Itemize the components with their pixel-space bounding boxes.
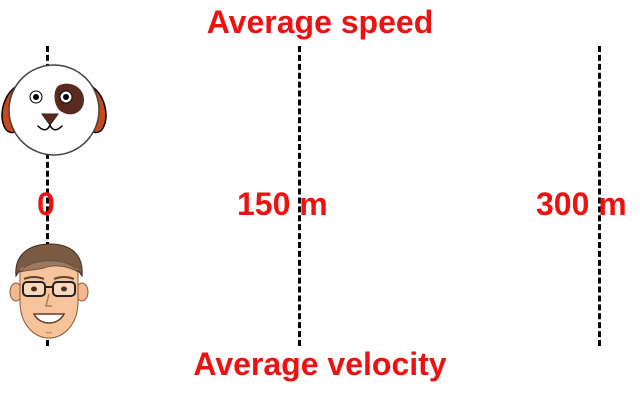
man-with-glasses-icon (9, 243, 89, 339)
man-hair-fringe (19, 260, 79, 274)
average-velocity-title: Average velocity (193, 346, 447, 382)
man-nose (45, 293, 52, 307)
dog-left-eye-pupil (33, 94, 39, 100)
position-label-300: 300 m (536, 186, 627, 222)
dog-right-eye-pupil (63, 94, 69, 100)
dog-nose (41, 113, 59, 126)
position-label-150: 150 m (237, 186, 328, 222)
man-face (19, 263, 79, 339)
position-line-0 (46, 46, 49, 346)
dog-face-icon (1, 64, 107, 156)
position-label-0: 0 (37, 186, 55, 222)
average-speed-title: Average speed (206, 4, 434, 40)
man-smile (32, 313, 66, 324)
dog-mouth (37, 122, 63, 131)
position-line-300 (598, 46, 601, 346)
position-line-150 (298, 46, 301, 346)
dog-head (8, 64, 100, 156)
